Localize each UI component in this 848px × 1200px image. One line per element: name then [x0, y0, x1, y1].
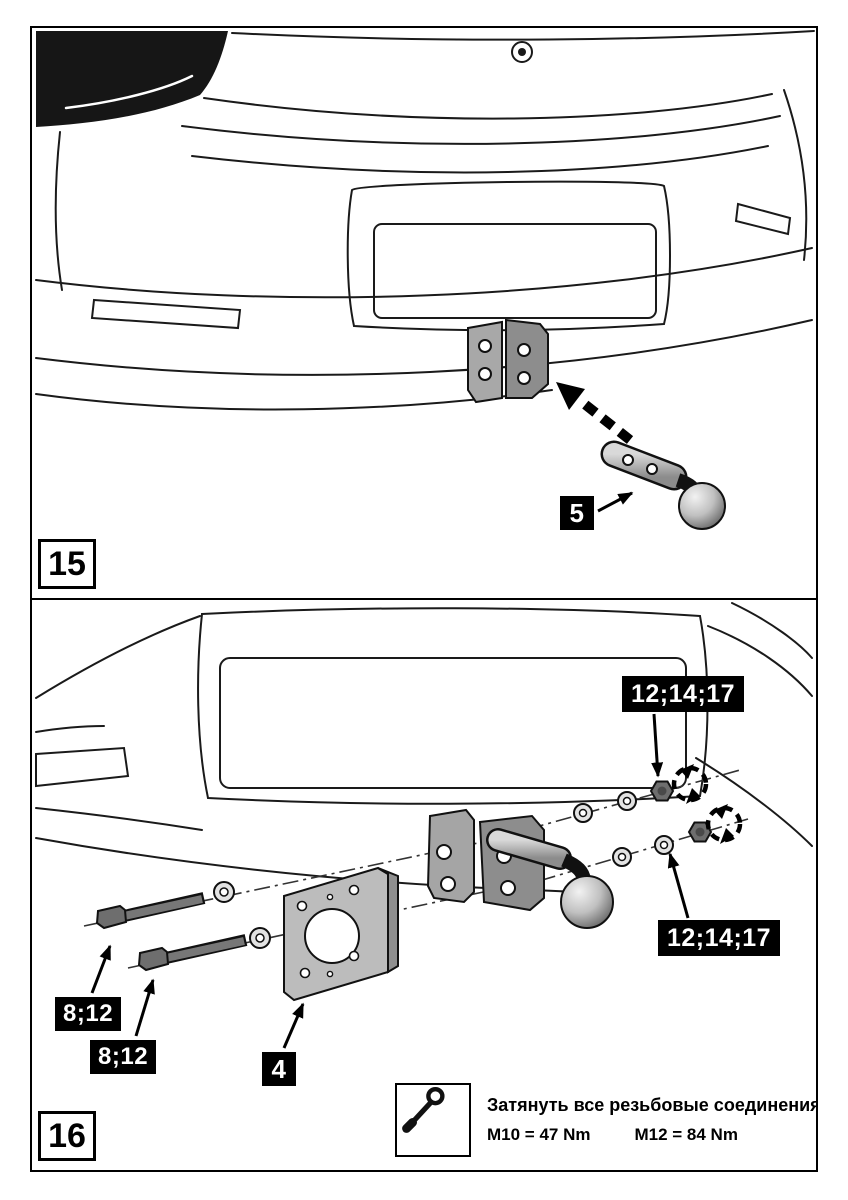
torque-value-m10: M10 = 47 Nm [487, 1125, 591, 1144]
rear-window [36, 31, 228, 127]
step-badge-16: 16 [38, 1111, 96, 1161]
rotation-arrow-icon [705, 804, 743, 844]
torque-wrench-icon [395, 1083, 471, 1157]
insertion-arrow-icon [556, 382, 634, 444]
torque-instruction: Затянуть все резьбовые соединения [487, 1095, 818, 1115]
tow-ball [678, 482, 726, 530]
step-16-panel: 12;14;17 12;14;17 8;12 8;12 4 Затянуть в… [30, 598, 818, 1172]
socket-hole [304, 908, 360, 964]
left-bumper-slot [90, 298, 242, 330]
step-15-panel: 5 15 [30, 26, 818, 598]
washer [213, 881, 235, 903]
callout-arrows [90, 713, 690, 1049]
nut-m12 [649, 780, 675, 802]
washer [654, 835, 674, 855]
license-recess [346, 180, 671, 332]
part-label-5: 5 [560, 496, 594, 530]
part-label-8-12-upper: 8;12 [55, 997, 122, 1031]
rotation-arrow-icon [671, 764, 709, 804]
part-label-8-12-lower: 8;12 [90, 1040, 157, 1074]
nut-m12 [687, 821, 713, 843]
part-label-12-14-17-right: 12;14;17 [658, 920, 781, 956]
socket-plate-part-4 [283, 866, 399, 1002]
step-badge-15: 15 [38, 539, 96, 589]
towbar-bracket [467, 318, 549, 404]
bolt-m12-upper [95, 892, 206, 930]
step-15-illustration [35, 30, 815, 530]
right-reflector [734, 202, 792, 236]
washer [249, 927, 271, 949]
torque-value-m12: M12 = 84 Nm [634, 1125, 738, 1144]
tow-ball [560, 875, 614, 929]
car-rear-outline [35, 30, 815, 411]
washer [612, 847, 632, 867]
step-16-illustration [35, 602, 813, 1049]
washer [573, 803, 593, 823]
wiper-mount [511, 41, 533, 63]
torque-note: Затянуть все резьбовые соединения M10 = … [395, 1083, 818, 1157]
license-plate [219, 657, 687, 789]
bolt-m12-lower [137, 934, 248, 972]
bumper-outline [35, 602, 813, 894]
left-bumper-slot [35, 746, 130, 788]
part-label-4: 4 [262, 1052, 296, 1086]
license-plate [373, 223, 657, 319]
label-5-arrow [597, 491, 634, 513]
washer [617, 791, 637, 811]
part-label-12-14-17-top: 12;14;17 [622, 676, 745, 712]
towball-part-5 [600, 440, 726, 530]
towball-arm [486, 828, 614, 929]
